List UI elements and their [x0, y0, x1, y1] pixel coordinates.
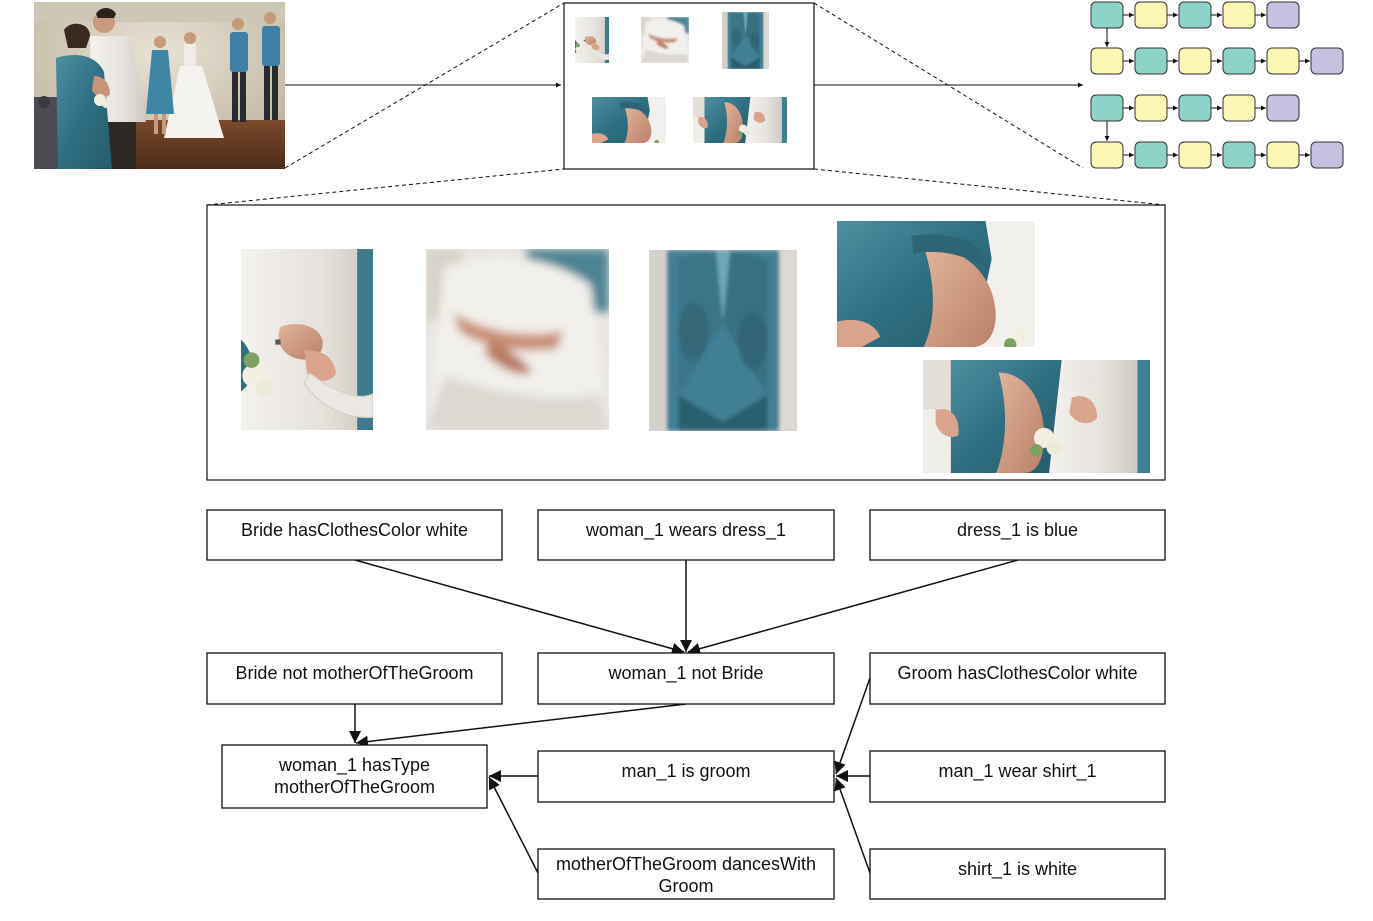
fact-man-groom: man_1 is groom [537, 750, 835, 803]
token-sequences [1090, 1, 1344, 169]
arrow-shirt-white-to-groom [834, 777, 871, 874]
token-yellow [1090, 47, 1124, 75]
blue-dress-arm-crop [837, 221, 1035, 347]
token-lavender [1310, 47, 1344, 75]
fact-groom-clothes-label: Groom hasClothesColor white [897, 663, 1137, 683]
token-teal [1090, 94, 1124, 122]
token-teal [1134, 141, 1168, 169]
conclusion-line-1: woman_1 hasType [278, 755, 430, 776]
token-lavender [1310, 141, 1344, 169]
fact-bride-not-mother-label: Bride not motherOfTheGroom [235, 663, 473, 683]
fact-dances-line-1: motherOfTheGroom dancesWith [556, 854, 816, 874]
token-yellow [1134, 94, 1168, 122]
bride-figure [164, 32, 224, 138]
fact-dress-blue-label: dress_1 is blue [957, 520, 1078, 541]
token-yellow [1134, 1, 1168, 29]
fact-dances-line-2: Groom [658, 876, 713, 896]
token-yellow [1178, 47, 1212, 75]
dancing-couple-crop [923, 360, 1150, 473]
token-teal [1134, 47, 1168, 75]
fact-mother-dances-with-groom: motherOfTheGroom dancesWith Groom [537, 848, 835, 900]
blue-vest-crop [649, 250, 797, 431]
fact-shirt-white-label: shirt_1 is white [958, 859, 1077, 880]
token-yellow [1266, 141, 1300, 169]
token-teal [1178, 1, 1212, 29]
fact-groom-clothes: Groom hasClothesColor white [869, 652, 1166, 705]
token-yellow [1222, 94, 1256, 122]
fact-woman-wears-dress-label: woman_1 wears dress_1 [585, 520, 786, 541]
token-teal [1090, 1, 1124, 29]
arrow-bride-clothes-to-not-bride [354, 559, 685, 655]
fact-man-wear-shirt-label: man_1 wear shirt_1 [938, 761, 1096, 782]
token-teal [1222, 47, 1256, 75]
wedding-dress-thumbnail [641, 17, 689, 63]
bridesmaid-figure [146, 36, 174, 134]
fact-man-wear-shirt: man_1 wear shirt_1 [869, 750, 1166, 803]
token-lavender [1266, 1, 1300, 29]
groomsman-figures [230, 12, 280, 122]
fact-man-groom-label: man_1 is groom [621, 761, 750, 782]
zoom-guide-lines [206, 2, 1166, 206]
token-teal [1222, 141, 1256, 169]
blue-vest-thumbnail [722, 12, 769, 69]
dancing-couple-thumbnail [693, 97, 787, 143]
conclusion-line-2: motherOfTheGroom [274, 777, 435, 797]
fact-bride-not-mother: Bride not motherOfTheGroom [206, 652, 503, 705]
fact-bride-clothes: Bride hasClothesColor white [206, 509, 503, 561]
token-yellow [1222, 1, 1256, 29]
arrow-not-bride-to-hastype [355, 703, 687, 748]
fact-woman-not-bride: woman_1 not Bride [537, 652, 835, 705]
token-teal [1178, 94, 1212, 122]
token-yellow [1178, 141, 1212, 169]
fact-dress-blue: dress_1 is blue [869, 509, 1166, 561]
token-lavender [1266, 94, 1300, 122]
fact-bride-clothes-label: Bride hasClothesColor white [241, 520, 468, 540]
inference-arrows [349, 559, 1019, 874]
blue-dress-arm-thumbnail [592, 97, 666, 143]
arrow-groom-clothes-to-groom [834, 677, 871, 775]
arrow-dances-to-hastype [488, 776, 539, 874]
hands-crop [241, 249, 373, 430]
woman-1-figure [56, 23, 112, 169]
fact-woman-not-bride-label: woman_1 not Bride [607, 663, 763, 684]
conclusion-woman-hastype: woman_1 hasType motherOfTheGroom [221, 744, 488, 809]
hands-thumbnail [575, 17, 609, 63]
wedding-photo [34, 2, 285, 169]
arrow-dress-blue-to-not-bride [687, 559, 1019, 655]
wedding-dress-crop [426, 249, 609, 430]
token-yellow [1090, 141, 1124, 169]
token-yellow [1266, 47, 1300, 75]
fact-woman-wears-dress: woman_1 wears dress_1 [537, 509, 835, 561]
fact-shirt-white: shirt_1 is white [869, 848, 1166, 900]
